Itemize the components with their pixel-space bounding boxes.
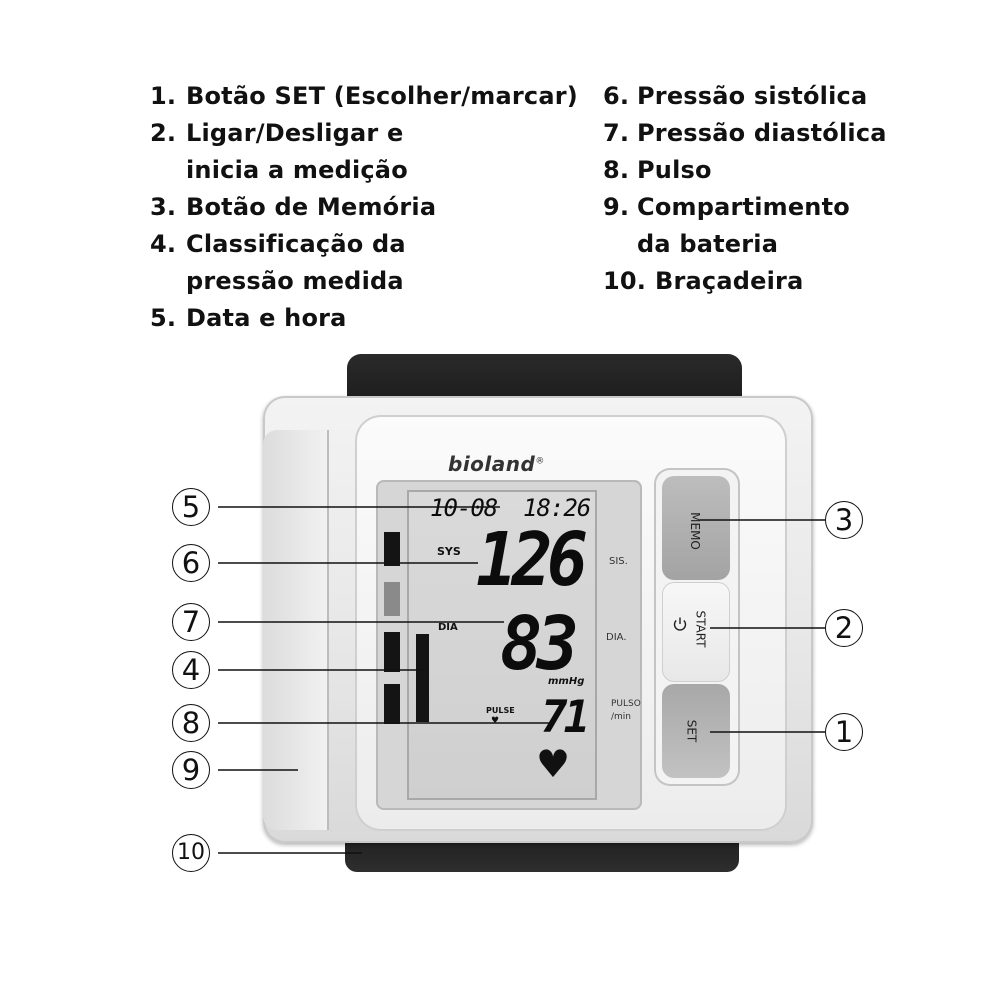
legend-text: Braçadeira xyxy=(655,267,804,295)
lcd-pulse-label: PULSE xyxy=(486,706,515,715)
legend-number-spacer xyxy=(150,152,186,189)
classification-bar xyxy=(384,632,400,672)
legend-number: 2. xyxy=(150,119,177,147)
legend-item-2: 2. Ligar/Desligar e xyxy=(150,115,580,152)
set-button-label: SET xyxy=(684,719,699,743)
start-button[interactable] xyxy=(662,582,730,682)
legend-text: Compartimento xyxy=(637,193,850,221)
legend-item-4-cont: pressão medida xyxy=(150,263,580,300)
legend-text: da bateria xyxy=(637,230,779,258)
legend-item-10: 10. Braçadeira xyxy=(603,263,993,300)
legend-number: 5. xyxy=(150,304,177,332)
lcd-systolic-value: 126 xyxy=(476,517,588,603)
legend-left: 1. Botão SET (Escolher/marcar) 2. Ligar/De… xyxy=(150,78,580,337)
legend-text: Pressão sistólica xyxy=(637,82,868,110)
brand-registered-mark: ® xyxy=(535,456,545,467)
legend-text: pressão medida xyxy=(186,267,404,295)
brand-name: bioland xyxy=(448,452,536,476)
legend-item-7: 7.Pressão diastólica xyxy=(603,115,993,152)
lcd-screen xyxy=(407,490,597,800)
legend-item-5: 5. Data e hora xyxy=(150,300,580,337)
set-button[interactable] xyxy=(662,684,730,778)
legend-number: 4. xyxy=(150,230,177,258)
legend-number: 3. xyxy=(150,193,177,221)
lcd-time: 18:26 xyxy=(523,494,591,522)
lcd-dia-label: DIA xyxy=(438,622,458,633)
callout-6: 6 xyxy=(172,544,210,582)
legend-number-spacer xyxy=(150,263,186,300)
legend-number: 6. xyxy=(603,82,630,110)
callout-4: 4 xyxy=(172,651,210,689)
panel-label-sis: SIS. xyxy=(609,556,628,567)
lcd-diastolic-value: 83 xyxy=(500,601,579,687)
legend-number-spacer xyxy=(603,226,637,263)
legend-item-8: 8.Pulso xyxy=(603,152,993,189)
classification-bar xyxy=(384,532,400,566)
legend-item-4: 4. Classificação da xyxy=(150,226,580,263)
classification-bar xyxy=(416,634,429,722)
panel-label-dia: DIA. xyxy=(606,632,627,643)
legend-item-9-cont: da bateria xyxy=(603,226,993,263)
memo-button-label: MEMO xyxy=(687,512,702,550)
legend-item-1: 1. Botão SET (Escolher/marcar) xyxy=(150,78,580,115)
legend-number: 1. xyxy=(150,82,177,110)
legend-item-3: 3. Botão de Memória xyxy=(150,189,580,226)
legend-text: Botão SET (Escolher/marcar) xyxy=(186,82,578,110)
legend-text: inicia a medição xyxy=(186,156,408,184)
legend-number: 7. xyxy=(603,119,630,147)
classification-bar xyxy=(384,582,400,616)
legend-text: Ligar/Desligar e xyxy=(186,119,404,147)
legend-text: Pressão diastólica xyxy=(637,119,887,147)
legend-number: 9. xyxy=(603,193,630,221)
battery-compartment xyxy=(263,430,329,830)
lcd-date: 10-08 xyxy=(430,494,498,522)
callout-7: 7 xyxy=(172,603,210,641)
panel-label-pulse: PULSO /min xyxy=(611,699,641,722)
classification-bar xyxy=(384,684,400,724)
callout-2: 2 xyxy=(825,609,863,647)
legend-number: 10. xyxy=(603,267,647,295)
start-button-label: START xyxy=(693,610,708,648)
callout-8: 8 xyxy=(172,704,210,742)
brand-logo: bioland® xyxy=(448,452,545,476)
legend-item-9: 9.Compartimento xyxy=(603,189,993,226)
power-icon xyxy=(673,617,687,631)
legend-text: Pulso xyxy=(637,156,712,184)
callout-10: 10 xyxy=(172,834,210,872)
callout-3: 3 xyxy=(825,501,863,539)
lcd-unit: mmHg xyxy=(548,676,585,687)
legend-item-2-cont: inicia a medição xyxy=(150,152,580,189)
pulse-heart-icon: ♥ xyxy=(491,716,500,726)
heart-icon: ♥ xyxy=(536,742,571,786)
callout-9: 9 xyxy=(172,751,210,789)
legend-text: Botão de Memória xyxy=(186,193,437,221)
memo-button[interactable] xyxy=(662,476,730,580)
lcd-pulse-value: 71 xyxy=(541,692,590,743)
lcd-sys-label: SYS xyxy=(437,545,461,558)
legend-text: Classificação da xyxy=(186,230,406,258)
legend-right: 6.Pressão sistólica 7.Pressão diastólica… xyxy=(603,78,993,300)
callout-5: 5 xyxy=(172,488,210,526)
legend-number: 8. xyxy=(603,156,630,184)
legend-item-6: 6.Pressão sistólica xyxy=(603,78,993,115)
legend-text: Data e hora xyxy=(186,304,347,332)
callout-1: 1 xyxy=(825,713,863,751)
